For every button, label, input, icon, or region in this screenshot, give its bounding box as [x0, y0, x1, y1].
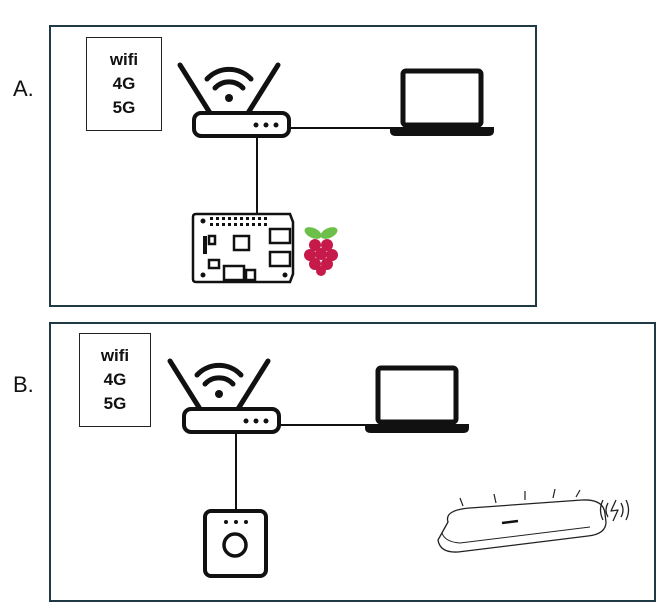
panel-b-label: B.	[13, 372, 34, 397]
laptop-icon	[390, 71, 494, 136]
soundbar-icon	[437, 488, 607, 553]
panel-a-network-types: wifi 4G 5G	[86, 37, 162, 131]
smart-plug-icon	[203, 509, 268, 578]
panel-a	[49, 25, 537, 307]
panel-b	[49, 322, 656, 602]
wireless-charging-icon	[599, 499, 630, 522]
raspberry-pi-logo-icon	[304, 227, 338, 276]
network-type-5g: 5G	[103, 394, 127, 413]
panel-b-connections	[235, 424, 365, 511]
laptop-icon	[365, 368, 469, 433]
panel-b-network-types: wifi 4G 5G	[79, 333, 151, 427]
panel-a-label: A.	[13, 76, 34, 101]
network-type-5g: 5G	[112, 98, 136, 117]
router-icon	[170, 361, 279, 432]
network-type-4g: 4G	[103, 370, 127, 389]
circuit-board-icon	[191, 212, 295, 284]
panel-a-connections	[256, 127, 390, 214]
network-type-wifi: wifi	[109, 50, 139, 69]
network-type-4g: 4G	[112, 74, 136, 93]
router-icon	[180, 65, 289, 136]
network-type-wifi: wifi	[100, 346, 130, 365]
